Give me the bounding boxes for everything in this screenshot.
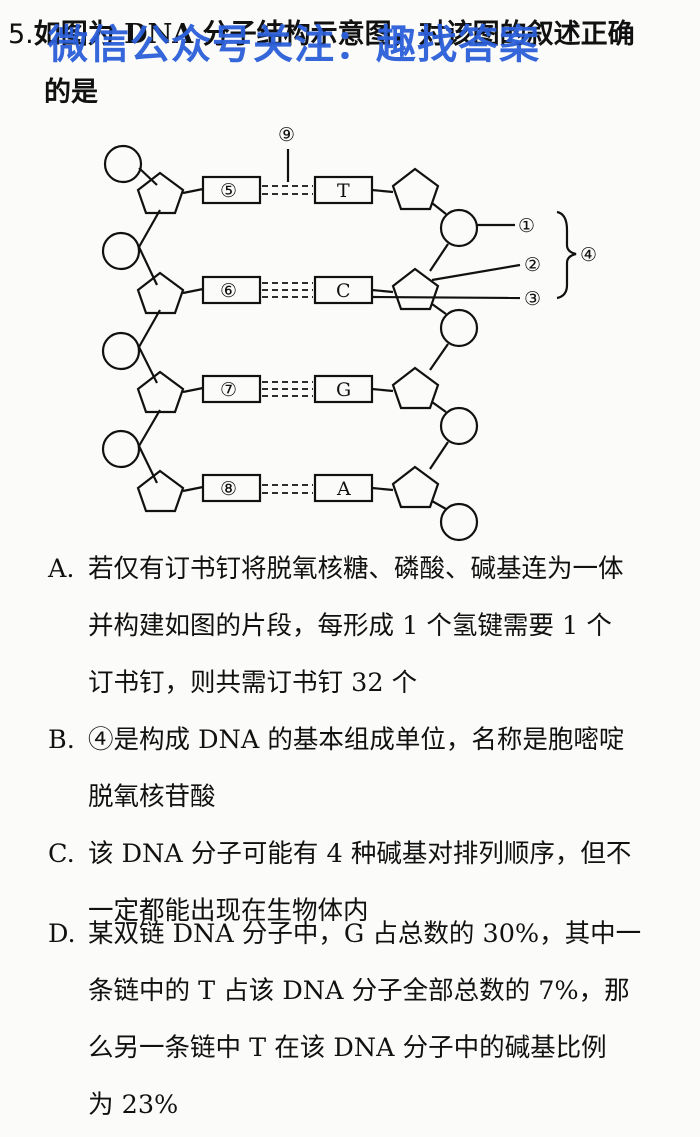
base-letter-C: C [336, 280, 351, 302]
option-c-letter: C. [48, 839, 75, 869]
question-stem-line2: 的是 [44, 77, 98, 108]
option-c-line-2: 一定都能出现在生物体内 [88, 896, 369, 926]
sugar-left-1 [136, 171, 185, 215]
sugar-right-4 [391, 465, 440, 509]
base-letter-A: A [336, 478, 351, 500]
base-box-6 [201, 275, 262, 305]
option-c-line-1: 该 DNA 分子可能有 4 种碱基对排列顺序，但不 [88, 839, 632, 869]
phosphate-left-4 [101, 429, 141, 469]
watermark: 微信公众号关注：趣找答案 [48, 22, 540, 68]
phosphate-right-2 [439, 308, 479, 348]
label-6: ⑥ [220, 280, 237, 302]
option-b[interactable]: B. ④是构成 DNA 的基本组成单位，名称是胞嘧啶 脱氧核苷酸 [48, 712, 696, 826]
option-d-line-1: 某双链 DNA 分子中，G 占总数的 30%，其中一 [88, 919, 642, 949]
phosphate-right-4 [439, 502, 479, 542]
option-a-letter: A. [48, 554, 75, 584]
base-letter-T: T [337, 180, 350, 202]
sugar-right-1 [391, 167, 440, 211]
label-8: ⑧ [220, 478, 237, 500]
option-a[interactable]: A. 若仅有订书钉将脱氧核糖、磷酸、碱基连为一体 并构建如图的片段，每形成 1 个… [48, 541, 696, 712]
phosphate-right-3 [439, 406, 479, 446]
phosphate-left-2 [101, 231, 141, 271]
sugar-right-2 [391, 267, 440, 311]
phosphate-left-1 [103, 144, 143, 184]
question-stem: 5.如图为 DNA 分子结构示意图，对该图的叙述正确 的是 [8, 6, 698, 122]
option-c[interactable]: C. 该 DNA 分子可能有 4 种碱基对排列顺序，但不 一定都能出现在生物体内 [48, 826, 696, 940]
sugar-right-3 [391, 366, 440, 410]
phosphate-left-3 [101, 331, 141, 371]
option-a-line-1: 若仅有订书钉将脱氧核糖、磷酸、碱基连为一体 [88, 554, 624, 584]
option-d-line-4: 为 23% [88, 1090, 179, 1120]
dna-structure-diagram: ⑨ ① ② ③ ④ ⑤ ⑥ ⑦ ⑧ T C G A [101, 124, 597, 542]
option-d[interactable]: D. 某双链 DNA 分子中，G 占总数的 30%，其中一 条链中的 T 占该 D… [48, 906, 696, 1134]
label-7: ⑦ [220, 379, 237, 401]
option-a-line-2: 并构建如图的片段，每形成 1 个氢键需要 1 个 [88, 611, 612, 641]
sugar-left-3 [136, 370, 185, 414]
sugar-left-2 [136, 271, 185, 315]
label-9: ⑨ [278, 124, 295, 146]
question-stem-line1: 如图为 DNA 分子结构示意图，对该图的叙述正确 [33, 19, 635, 50]
option-a-line-3: 订书钉，则共需订书钉 32 个 [88, 668, 418, 698]
option-d-line-3: 么另一条链中 T 在该 DNA 分子中的碱基比例 [88, 1033, 607, 1063]
option-d-letter: D. [48, 919, 76, 949]
phosphate-right-1 [439, 208, 479, 248]
base-letter-G: G [336, 379, 351, 401]
label-1: ① [518, 215, 535, 237]
option-b-letter: B. [48, 725, 75, 755]
label-2: ② [524, 254, 541, 276]
option-b-line-1: ④是构成 DNA 的基本组成单位，名称是胞嘧啶 [88, 725, 625, 755]
option-d-line-2: 条链中的 T 占该 DNA 分子全部总数的 7%，那 [88, 976, 630, 1006]
label-5: ⑤ [220, 180, 237, 202]
base-box-7 [201, 374, 262, 404]
question-number: 5. [8, 19, 34, 50]
base-box-8 [201, 473, 262, 503]
option-b-line-2: 脱氧核苷酸 [88, 782, 216, 812]
base-box-5 [201, 175, 262, 205]
label-4: ④ [580, 244, 597, 266]
sugar-left-4 [136, 469, 185, 513]
label-3: ③ [524, 288, 541, 310]
